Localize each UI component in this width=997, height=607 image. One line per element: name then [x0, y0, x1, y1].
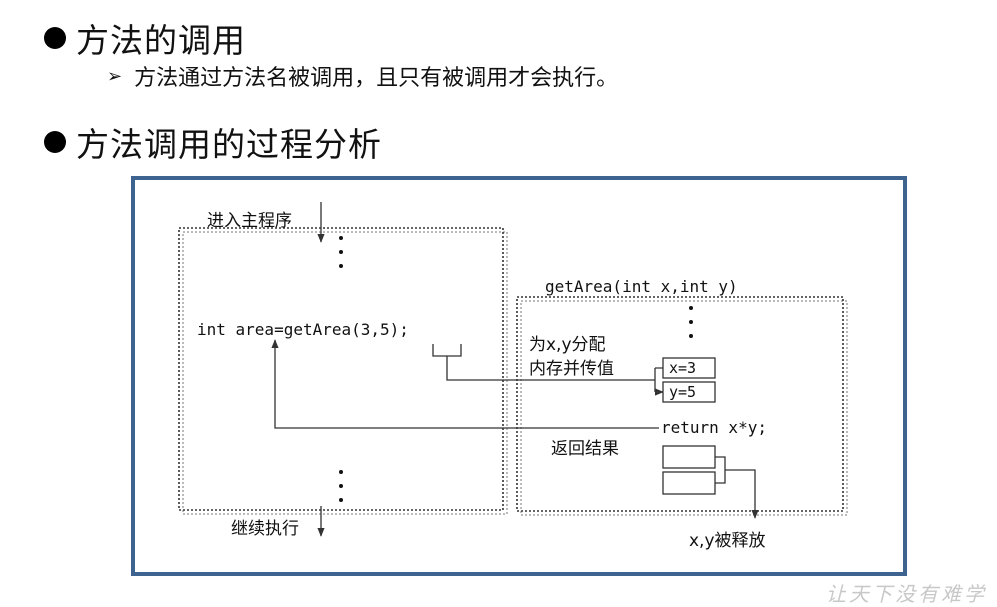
released-box-2 — [662, 471, 716, 495]
code-method-signature: getArea(int x,int y) — [545, 277, 738, 296]
x-value-box — [662, 357, 716, 379]
label-released: x,y被释放 — [689, 531, 766, 551]
bullet-dot-icon — [44, 131, 66, 153]
y-value-text: y=5 — [669, 383, 697, 401]
label-enter-main: 进入主程序 — [207, 211, 292, 231]
ellipsis-method — [689, 306, 693, 338]
main-program-box — [178, 227, 504, 511]
method-box-shadow — [520, 300, 848, 516]
ellipsis-main-bottom — [339, 470, 343, 502]
ellipsis-main-top — [339, 236, 343, 268]
main-program-box-shadow — [182, 231, 508, 515]
bullet-call-process: 方法调用的过程分析 — [44, 118, 382, 166]
heading-call-process: 方法调用的过程分析 — [76, 125, 382, 164]
diagram-lines — [178, 202, 848, 537]
diagram-frame: 进入主程序 int area=getArea(3,5); 继续执行 getAre… — [131, 176, 907, 576]
return-arrow — [271, 339, 659, 429]
x-value-text: x=3 — [669, 359, 697, 377]
label-continue: 继续执行 — [231, 519, 299, 539]
watermark-logo: 让天下没有难学 — [826, 582, 987, 606]
argument-bracket — [432, 344, 645, 381]
code-main-call: int area=getArea(3,5); — [197, 320, 409, 339]
xy-bracket — [645, 367, 663, 392]
label-return-result: 返回结果 — [551, 439, 619, 459]
released-box-1 — [662, 445, 716, 469]
sub-point-text: 方法通过方法名被调用，且只有被调用才会执行。 — [134, 66, 619, 91]
y-value-box — [662, 381, 716, 403]
label-alloc-line2: 内存并传值 — [529, 359, 614, 379]
label-alloc-line1: 为x,y分配 — [529, 335, 606, 355]
arrowhead-bullet-icon: ➢ — [107, 65, 123, 87]
bullet-dot-icon — [44, 27, 66, 49]
method-box — [516, 296, 844, 512]
sub-point: ➢ 方法通过方法名被调用，且只有被调用才会执行。 — [107, 60, 618, 92]
code-return: return x*y; — [661, 418, 767, 437]
release-bracket — [715, 456, 755, 518]
heading-method-call: 方法的调用 — [76, 21, 246, 60]
bullet-method-call: 方法的调用 — [44, 14, 246, 62]
